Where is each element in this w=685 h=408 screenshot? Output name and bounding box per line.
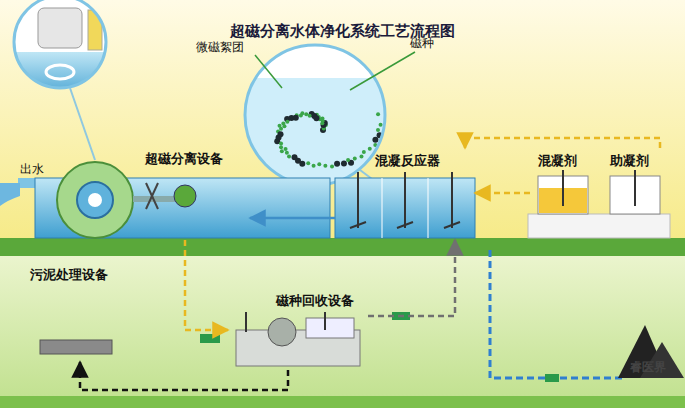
- flow-line: [185, 240, 228, 330]
- equipment-label: 混凝反应器: [375, 153, 440, 169]
- flow-line: [80, 362, 288, 390]
- flow-line: [368, 240, 455, 316]
- equipment-unit: 混凝反应器: [335, 148, 475, 240]
- equipment-unit: 污泥处理设备: [28, 262, 132, 362]
- equipment-unit: 超磁分离设备: [40, 146, 250, 240]
- equipment-label: 超磁分离设备: [145, 151, 223, 167]
- equipment-unit: 磁种回收设备: [228, 288, 368, 370]
- flow-line: [475, 192, 530, 195]
- diagram-title: 超磁分离水体净化系统工艺流程图: [0, 22, 685, 41]
- callout-label: 微磁絮团: [196, 40, 244, 55]
- callout-label: 磁种: [410, 36, 434, 51]
- equipment-label: 磁种回收设备: [276, 293, 354, 309]
- equipment-label: 助凝剂: [610, 153, 649, 169]
- equipment-unit: 混凝剂: [530, 148, 596, 214]
- equipment-label: 污泥处理设备: [30, 267, 108, 283]
- flow-line: [465, 138, 660, 148]
- callout-label: 出水: [20, 162, 44, 177]
- flow-line: [250, 217, 335, 220]
- equipment-label: 混凝剂: [538, 153, 577, 169]
- watermark: 睿医界: [630, 360, 666, 375]
- equipment-unit: 助凝剂: [602, 148, 668, 214]
